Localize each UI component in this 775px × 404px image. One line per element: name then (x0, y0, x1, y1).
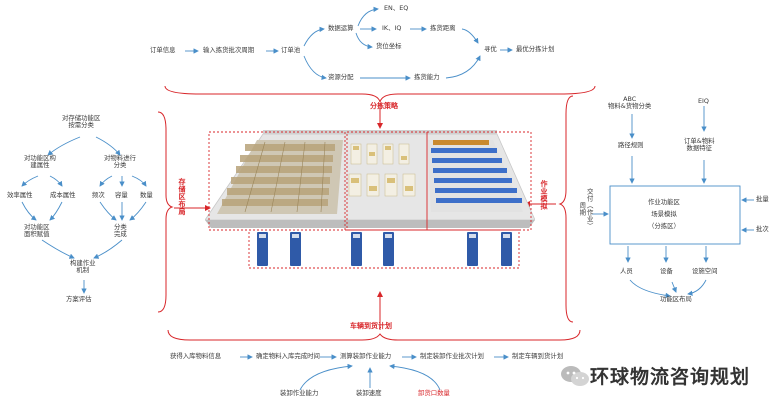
node-en-eq: EN、EQ (384, 4, 409, 12)
arrow-capacity-to-measure (299, 363, 353, 391)
node-path-rule: 路径规则 (618, 141, 644, 149)
truck (383, 232, 394, 266)
arrow-eff-to-area (21, 201, 37, 221)
arrow-freq-to-done (99, 201, 117, 221)
arrow-title-to-attr (47, 136, 81, 156)
node-input-batch: 输入拣货批次周期 (203, 46, 255, 54)
node-staff: 人员 (620, 267, 633, 275)
arrow-space-to-layout (687, 279, 707, 296)
node-class-done: 分类 完成 (114, 223, 127, 239)
wechat-icon (561, 365, 589, 386)
truck (467, 232, 478, 266)
node-batch-count: 批次 (756, 225, 769, 233)
truck (257, 232, 268, 266)
node-speed: 装卸速度 (356, 389, 382, 397)
label-operation-sim: 作业模拟 (540, 180, 549, 210)
node-item-class: 对物料进行 分类 (104, 154, 136, 170)
arrow-analysis-to-goods (355, 32, 373, 50)
node-ik-iq: IK、IQ (382, 24, 402, 32)
node-layout: 功能区布局 (660, 295, 692, 303)
node-dock-count: 卸货口数量 (418, 389, 450, 397)
node-set-batch: 制定装卸作业批次计划 (420, 352, 484, 360)
node-goods-position: 货位坐标 (376, 42, 402, 50)
node-build-mech: 构建作业 机制 (70, 259, 96, 275)
arrow-qty-to-done (129, 201, 147, 221)
node-equipment: 设备 (660, 267, 673, 275)
node-data-analysis: 数据运算 (328, 24, 354, 32)
watermark-text: 环球物流咨询规划 (590, 366, 751, 388)
node-confirm-time: 确定物料入库完成时间 (256, 352, 320, 360)
node-scenario: 作业功能区 场景模拟 （分拣区） (648, 198, 680, 231)
arrow-class-to-qty (131, 175, 147, 187)
node-best-plan: 最优分拣计划 (516, 45, 555, 53)
arrow-staff-to-layout (629, 279, 671, 299)
node-resource-alloc: 资源分配 (328, 73, 354, 81)
node-capacity: 装卸作业能力 (280, 389, 319, 397)
truck (290, 232, 301, 266)
left-brace (157, 111, 174, 313)
node-order-info: 订单信息 (150, 46, 176, 54)
node-frequency: 频次 (92, 191, 105, 199)
node-eiq: EIQ (698, 97, 709, 105)
node-measure: 测算装卸作业能力 (340, 352, 392, 360)
node-pick-distance: 拣货距离 (430, 24, 456, 32)
sorting-zone-pallets (351, 146, 413, 191)
label-sorting-strategy: 分拣策略 (370, 102, 398, 110)
arrow-dock-to-measure (389, 363, 441, 391)
storage-pallet-rows (222, 144, 335, 206)
arrow-equip-to-layout (671, 281, 677, 293)
node-inbound-info: 获得入库物料信息 (170, 352, 222, 360)
node-order-data: 订单&物料 数据特征 (684, 137, 715, 153)
arrow-done-to-build (93, 239, 123, 259)
node-order-pool: 订单池 (281, 46, 301, 54)
truck-row (257, 232, 512, 266)
warehouse-3d-illustration (205, 130, 535, 269)
arrow-area-to-build (41, 239, 75, 259)
node-quantity: 数量 (140, 191, 153, 199)
picking-rack-rows (431, 148, 522, 203)
arrow-class-to-freq (99, 175, 113, 187)
arrow-capacity-to-optimize (445, 55, 481, 79)
node-abc: ABC 物料&货物分类 (608, 95, 652, 111)
node-vehicle-plan: 制定车辆到货计划 (512, 352, 564, 360)
label-vehicle-plan: 车辆到货计划 (350, 322, 392, 330)
dock-apron (205, 220, 535, 228)
node-func-attr: 对功能区构 建属性 (24, 154, 56, 170)
node-area-assign: 对功能区 面积赋值 (24, 223, 50, 239)
scenario-box (609, 185, 741, 245)
top-brace (164, 85, 596, 103)
node-batch: 批量 (756, 195, 769, 203)
node-efficiency: 效率属性 (7, 191, 33, 199)
node-volume: 容量 (115, 191, 128, 199)
arrow-attr-to-cost (49, 175, 63, 187)
truck (351, 232, 362, 266)
arrow-attr-to-eff (21, 175, 39, 187)
arrow-title-to-class (95, 136, 121, 156)
arrow-distance-to-optimize (461, 28, 479, 44)
truck (501, 232, 512, 266)
watermark: 环球物流咨询规划 (560, 362, 750, 389)
bottom-brace (167, 329, 581, 341)
arrow-analysis-to-en (357, 6, 379, 27)
node-cycle: 交付（作业） 周期 (578, 188, 594, 230)
node-space: 设施空间 (692, 267, 718, 275)
node-optimize: 寻优 (484, 45, 497, 53)
arrow-pool-to-analysis (303, 26, 325, 47)
node-storage-classify: 对存储功能区 按需分类 (62, 114, 101, 130)
node-pick-capacity: 拣货能力 (414, 73, 440, 81)
node-evaluate: 方案评估 (66, 295, 92, 303)
zone-outlines (208, 131, 532, 269)
arrow-pool-to-resource (303, 55, 327, 81)
node-cost: 成本属性 (50, 191, 76, 199)
right-brace (558, 95, 574, 323)
arrow-cost-to-area (49, 201, 63, 221)
label-storage-layout: 存储区布局 (178, 178, 187, 216)
